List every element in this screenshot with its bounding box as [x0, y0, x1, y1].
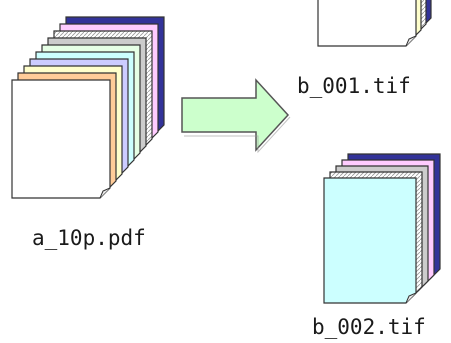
front-page: [323, 177, 417, 304]
page-fold-corner: [99, 187, 111, 199]
page-fold-corner: [405, 35, 417, 47]
page-fold-corner: [405, 292, 417, 304]
right-arrow-icon: [181, 78, 291, 154]
source-page-stack: [11, 16, 165, 199]
front-page: [11, 79, 111, 199]
source-file-label: a_10p.pdf: [32, 226, 146, 250]
output-1-page-stack: [317, 0, 432, 47]
output-2-file-label: b_002.tif: [312, 315, 426, 339]
front-page: [317, 0, 417, 47]
output-2-page-stack: [323, 153, 441, 304]
output-1-file-label: b_001.tif: [297, 74, 411, 98]
